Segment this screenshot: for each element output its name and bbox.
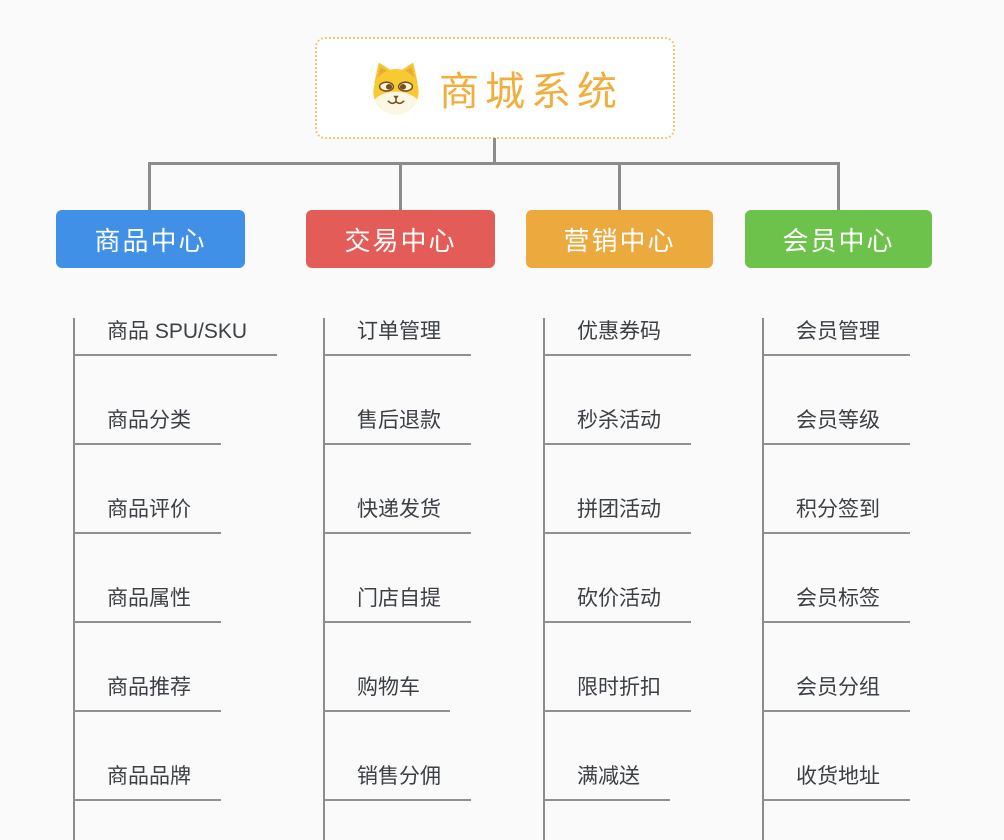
connector-drop-2 [399, 162, 402, 211]
connector-horizontal [148, 162, 840, 165]
branch-children-marketing-center: 优惠券码 秒杀活动 拼团活动 砍价活动 限时折扣 满减送 [526, 318, 713, 840]
leaf-node[interactable]: 满减送 [543, 763, 670, 801]
connector-drop-3 [618, 162, 621, 211]
leaf-node[interactable]: 购物车 [323, 674, 450, 712]
connector-root-stem [493, 138, 496, 164]
leaf-node[interactable]: 优惠券码 [543, 318, 691, 356]
leaf-node[interactable]: 会员标签 [762, 585, 910, 623]
leaf-node[interactable]: 售后退款 [323, 407, 471, 445]
leaf-node[interactable]: 商品分类 [73, 407, 221, 445]
branch-children-trade-center: 订单管理 售后退款 快递发货 门店自提 购物车 销售分佣 [306, 318, 495, 840]
leaf-node[interactable]: 门店自提 [323, 585, 471, 623]
leaf-node[interactable]: 砍价活动 [543, 585, 691, 623]
branch-header-trade-center[interactable]: 交易中心 [306, 210, 495, 268]
leaf-node[interactable]: 商品属性 [73, 585, 221, 623]
leaf-node[interactable]: 限时折扣 [543, 674, 691, 712]
leaf-node[interactable]: 收货地址 [762, 763, 910, 801]
leaf-node[interactable]: 商品品牌 [73, 763, 221, 801]
leaf-node[interactable]: 商品推荐 [73, 674, 221, 712]
root-title: 商城系统 [439, 70, 623, 114]
leaf-node[interactable]: 秒杀活动 [543, 407, 691, 445]
shiba-dog-icon [373, 62, 419, 115]
leaf-node[interactable]: 积分签到 [762, 496, 910, 534]
leaf-node[interactable]: 销售分佣 [323, 763, 471, 801]
leaf-node[interactable]: 会员等级 [762, 407, 910, 445]
branch-product-center: 商品中心 商品 SPU/SKU 商品分类 商品评价 商品属性 商品推荐 商品品牌 [56, 210, 278, 840]
leaf-node[interactable]: 会员分组 [762, 674, 910, 712]
branch-header-marketing-center[interactable]: 营销中心 [526, 210, 713, 268]
branch-header-member-center[interactable]: 会员中心 [745, 210, 932, 268]
leaf-node[interactable]: 商品 SPU/SKU [73, 318, 278, 356]
connector-drop-4 [837, 162, 840, 211]
branch-children-product-center: 商品 SPU/SKU 商品分类 商品评价 商品属性 商品推荐 商品品牌 [56, 318, 278, 840]
leaf-node[interactable]: 会员管理 [762, 318, 910, 356]
root-node[interactable]: 商城系统 [315, 37, 675, 139]
connector-drop-1 [148, 162, 151, 211]
branch-header-product-center[interactable]: 商品中心 [56, 210, 245, 268]
leaf-node[interactable]: 订单管理 [323, 318, 471, 356]
branch-trade-center: 交易中心 订单管理 售后退款 快递发货 门店自提 购物车 销售分佣 [306, 210, 495, 840]
leaf-node[interactable]: 快递发货 [323, 496, 471, 534]
leaf-node[interactable]: 商品评价 [73, 496, 221, 534]
branch-marketing-center: 营销中心 优惠券码 秒杀活动 拼团活动 砍价活动 限时折扣 满减送 [526, 210, 713, 840]
branch-member-center: 会员中心 会员管理 会员等级 积分签到 会员标签 会员分组 收货地址 [745, 210, 932, 840]
branch-children-member-center: 会员管理 会员等级 积分签到 会员标签 会员分组 收货地址 [745, 318, 932, 840]
leaf-node[interactable]: 拼团活动 [543, 496, 691, 534]
